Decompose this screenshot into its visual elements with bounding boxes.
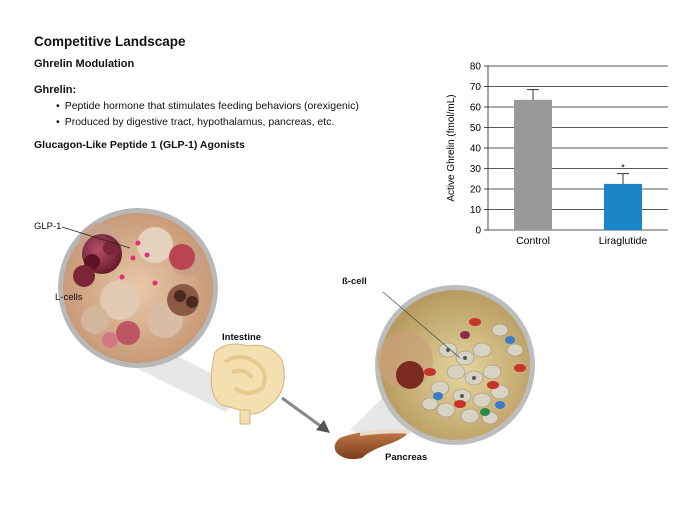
y-tick-label: 0 bbox=[475, 226, 481, 237]
bcell-leader-line bbox=[382, 291, 461, 359]
pancreas-label: Pancreas bbox=[385, 452, 428, 463]
arrow-line bbox=[281, 396, 323, 429]
bcell-magnified-view bbox=[375, 285, 535, 445]
bar-control bbox=[514, 99, 552, 230]
bullet-item: Peptide hormone that stimulates feeding … bbox=[56, 98, 359, 114]
pancreas-illustration bbox=[334, 429, 411, 460]
lcells-label: L-cells bbox=[55, 292, 83, 303]
y-tick-label: 70 bbox=[470, 82, 482, 93]
ghrelin-label: Ghrelin: bbox=[34, 84, 77, 96]
chart-bars: * bbox=[514, 89, 642, 230]
lcell-magnified-view bbox=[58, 208, 218, 368]
x-tick-label: Liraglutide bbox=[599, 235, 648, 247]
intestine-illustration bbox=[210, 343, 285, 425]
y-tick-label: 10 bbox=[470, 205, 482, 216]
y-axis-label: Active Ghrelin (fmol/mL) bbox=[446, 94, 457, 201]
significance-marker: * bbox=[621, 163, 625, 173]
glp1-heading: Glucagon-Like Peptide 1 (GLP-1) Agonists bbox=[34, 139, 245, 151]
section-title: Ghrelin Modulation bbox=[34, 58, 135, 70]
intestine-label: Intestine bbox=[222, 332, 262, 343]
arrow-head-icon bbox=[316, 420, 330, 433]
y-tick-label: 30 bbox=[470, 164, 482, 175]
bar-liraglutide bbox=[604, 183, 642, 230]
y-tick-label: 50 bbox=[470, 123, 482, 134]
glp1-label: GLP-1 bbox=[34, 221, 62, 232]
glp1-leader-line bbox=[61, 226, 131, 249]
page-title: Competitive Landscape bbox=[34, 34, 186, 49]
y-tick-label: 80 bbox=[470, 62, 482, 73]
bcell-label: ß-cell bbox=[342, 276, 367, 287]
y-tick-label: 20 bbox=[470, 185, 482, 196]
y-tick-label: 60 bbox=[470, 103, 482, 114]
y-tick-label: 40 bbox=[470, 144, 482, 155]
ghrelin-bullets: Peptide hormone that stimulates feeding … bbox=[56, 98, 359, 130]
x-tick-label: Control bbox=[516, 235, 550, 247]
bullet-item: Produced by digestive tract, hypothalamu… bbox=[56, 114, 359, 130]
